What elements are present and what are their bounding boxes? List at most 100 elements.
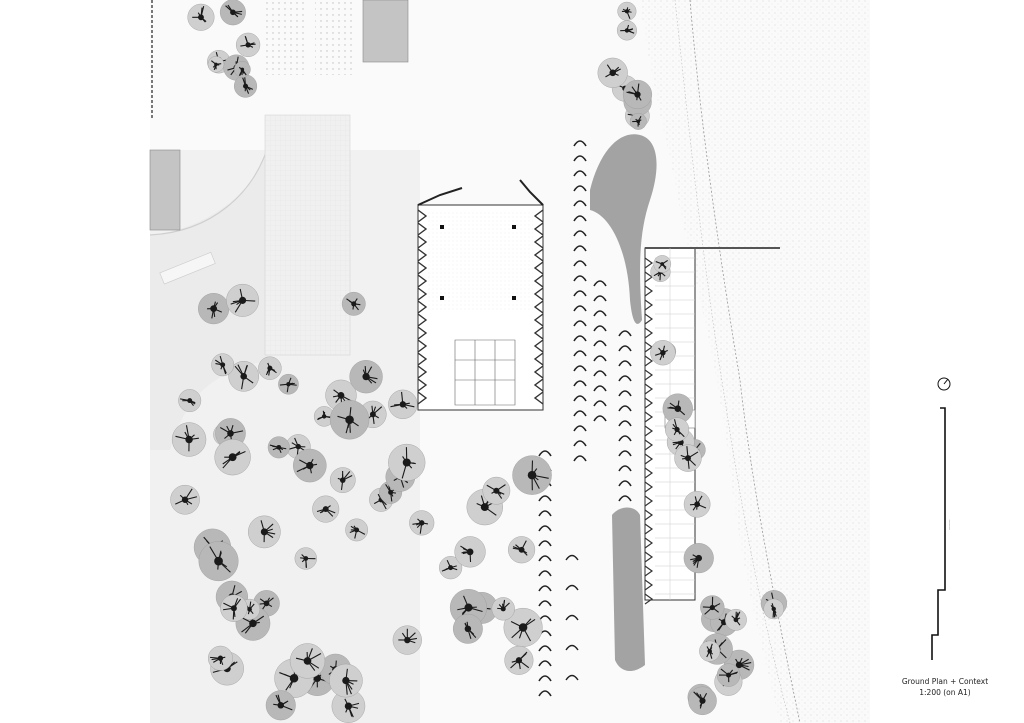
tree-icon [198,541,239,582]
tree-icon [293,448,327,483]
arch-marker [618,450,632,457]
wall-fin [417,274,428,288]
arch-marker [538,585,552,592]
tree-icon [294,547,317,570]
arch-marker [618,330,632,337]
pavilion-building [417,179,544,411]
wall-fin [417,352,428,366]
tree-icon [329,400,370,440]
svg-text:———: ——— [947,519,951,530]
arch-marker [573,410,587,417]
tree-icon [439,556,463,580]
arch-marker [593,400,607,407]
tree-icon [214,439,251,476]
wall-fin [533,287,544,301]
wall-fin [417,339,428,353]
tree-icon [662,393,693,424]
tree-icon [265,690,296,721]
tree-icon [289,643,326,679]
wall-fin [644,369,654,381]
tree-icon [198,293,230,325]
arch-marker [573,155,587,162]
wall-fin [533,209,544,223]
tree-icon [345,518,368,542]
wall-fin [644,579,654,591]
arch-marker [573,335,587,342]
arch-marker [573,170,587,177]
wall-fin [417,235,428,249]
building-block-west [149,149,181,231]
arch-marker [538,600,552,607]
tree-icon [312,495,340,523]
wall-fin [417,378,428,392]
wall-fin [533,326,544,340]
building-block-north [362,0,409,63]
wall-fin [417,222,428,236]
arch-marker [573,455,587,462]
tree-icon [597,57,628,88]
arch-marker [538,555,552,562]
tree-icon [208,645,233,671]
wall-fin [417,365,428,379]
tree-icon [388,443,426,482]
pond-lower [612,507,645,672]
arch-marker [618,435,632,442]
wall-fin [417,326,428,340]
tree-icon [665,417,690,442]
lakeside-path-2 [674,0,791,723]
wall-fin [644,565,654,577]
tree-icon [674,444,702,472]
tree-icon [688,686,717,716]
arch-marker [618,495,632,502]
drawing-title: Ground Plan + Context [901,677,989,686]
tree-icon [329,663,363,698]
tree-icon [508,536,536,564]
parking-strip [159,251,216,285]
tree-icon [220,594,248,622]
sports-field-right [315,0,355,75]
wall-fin [644,299,654,311]
pond-upper [590,134,657,324]
arch-marker [573,290,587,297]
tree-icon [329,467,356,493]
wall-fin [644,551,654,563]
arch-marker [565,674,579,681]
tree-icon [258,356,282,380]
arch-marker [573,140,587,147]
wall-fin [417,313,428,327]
arch-marker [573,275,587,282]
wall-fin [644,355,654,367]
arch-marker [573,380,587,387]
tree-icon [171,422,207,457]
wall-fin [417,248,428,262]
tree-icon [725,608,747,631]
tree-icon [699,640,721,662]
arch-marker [565,614,579,621]
tree-icon [763,598,784,620]
tree-cluster [170,0,788,723]
tree-icon [187,3,215,31]
tree-icon [228,361,260,392]
wall-fin [417,261,428,275]
tree-icon [491,597,515,621]
wall-fin [533,261,544,275]
wall-fin [533,339,544,353]
arch-marker [538,660,552,667]
wall-fin [644,425,654,437]
arch-marker [618,405,632,412]
arch-marker [593,325,607,332]
wall-fin [533,391,544,405]
arch-marker [573,215,587,222]
arch-marker [538,540,552,547]
arch-marker [593,370,607,377]
arch-marker [593,340,607,347]
wall-fin [644,383,654,395]
arch-marker [573,320,587,327]
wall-fin [533,300,544,314]
tree-icon [700,595,725,620]
tree-icon [278,373,299,395]
tree-icon [235,32,261,57]
arch-marker [538,570,552,577]
wall-fin [644,313,654,325]
